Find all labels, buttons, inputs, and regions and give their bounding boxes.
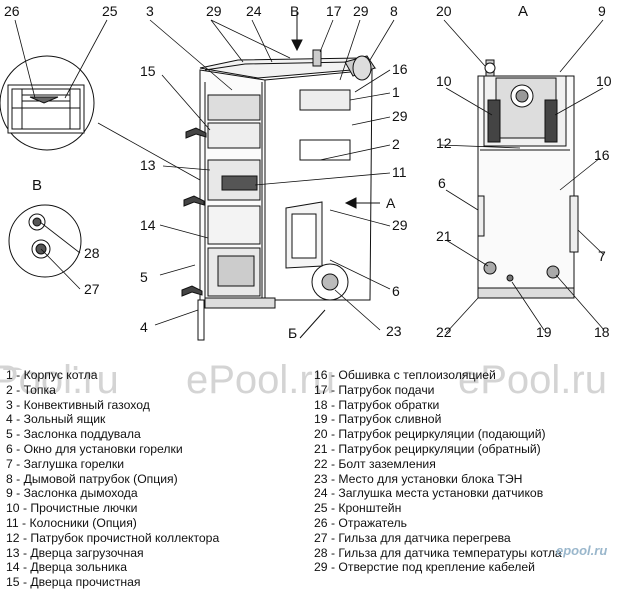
legend-item: 15 - Дверца прочистная (6, 575, 141, 590)
legend-item: 13 - Дверца загрузочная (6, 545, 144, 560)
callout-16-view-a: 16 (594, 147, 610, 163)
callout-29-low: 29 (392, 217, 408, 233)
callout-8: 8 (390, 3, 398, 19)
callout-29-mid: 29 (392, 108, 408, 124)
site-logo: epool.ru (556, 543, 608, 558)
boiler-main-view (181, 49, 377, 341)
callout-3: 3 (146, 3, 154, 19)
legend-item: 22 - Болт заземления (314, 456, 436, 471)
callout-9: 9 (598, 3, 606, 19)
legend-item: 6 - Окно для установки горелки (6, 441, 183, 456)
view-b-label: В (32, 177, 42, 194)
legend-item: 21 - Патрубок рециркуляции (обратный) (314, 441, 541, 456)
callout-14: 14 (140, 217, 156, 233)
callout-arrow-b: В (290, 3, 299, 19)
callout-10-right: 10 (596, 73, 612, 89)
watermark-group: Pool.ru (0, 360, 127, 370)
callout-16-main: 16 (392, 61, 408, 77)
legend-item: 24 - Заглушка места установки датчиков (314, 486, 544, 501)
callout-17: 17 (326, 3, 342, 19)
legend-item: 10 - Прочистные лючки (6, 501, 138, 516)
callout-29-top: 29 (206, 3, 222, 19)
callout-20: 20 (436, 3, 452, 19)
callout-24: 24 (246, 3, 262, 19)
legend-item: 7 - Заглушка горелки (6, 456, 125, 471)
callout-6-view-a: 6 (438, 175, 446, 191)
callout-27: 27 (84, 281, 100, 297)
legend-item: 20 - Патрубок рециркуляции (подающий) (314, 427, 546, 442)
view-arrows (291, 12, 380, 339)
legend-item: 11 - Колосники (Опция) (6, 515, 137, 530)
watermark: Pool.ru (0, 360, 127, 370)
callout-7: 7 (598, 248, 606, 264)
legend-item: 17 - Патрубок подачи (314, 382, 435, 397)
callout-21: 21 (436, 228, 452, 244)
legend-item: 19 - Патрубок сливной (314, 412, 442, 427)
legend-item: 18 - Патрубок обратки (314, 397, 440, 412)
callout-13: 13 (140, 157, 156, 173)
boiler-diagram-page: Pool.ru (0, 3, 612, 589)
watermark: Pool.ru (0, 358, 119, 402)
legend-item: 1 - Корпус котла (6, 368, 98, 382)
legend-item: 25 - Кронштейн (314, 501, 402, 516)
legend-item: 28 - Гильза для датчика температуры котл… (314, 545, 562, 560)
legend-item: 29 - Отверстие под крепление кабелей (314, 560, 535, 575)
callout-4: 4 (140, 319, 148, 335)
legend-item: 27 - Гильза для датчика перегрева (314, 530, 511, 545)
detail-view-b-circle (8, 204, 82, 278)
legend-watermarks: Pool.ru ePool.ru ePool.ru (0, 358, 607, 402)
callout-18: 18 (594, 324, 610, 340)
legend-item: 26 - Отражатель (314, 515, 407, 530)
legend-item: 5 - Заслонка поддувала (6, 427, 141, 442)
callout-2: 2 (392, 136, 400, 152)
callout-12: 12 (436, 135, 452, 151)
callout-labels: 26 25 3 29 24 В 17 29 8 15 13 14 5 4 16 … (4, 3, 612, 341)
legend-item: 8 - Дымовой патрубок (Опция) (6, 471, 178, 486)
legend-item: 2 - Топка (6, 382, 56, 397)
callout-29-top-right: 29 (353, 3, 369, 19)
watermark: ePool.ru (458, 358, 607, 402)
callout-23: 23 (386, 323, 402, 339)
boiler-technical-drawing: Pool.ru (0, 3, 612, 370)
callout-6: 6 (392, 283, 400, 299)
detail-view-bracket-circle (0, 55, 95, 151)
callout-28: 28 (84, 245, 100, 261)
legend-item: 9 - Заслонка дымохода (6, 486, 138, 501)
callout-5: 5 (140, 269, 148, 285)
callout-22: 22 (436, 324, 452, 340)
callout-11: 11 (392, 164, 407, 180)
legend-item: 16 - Обшивка с теплоизоляцией (314, 368, 496, 382)
callout-15: 15 (140, 63, 156, 79)
legend-item: 3 - Конвективный газоход (6, 397, 150, 412)
callout-19: 19 (536, 324, 552, 340)
legend-item: 12 - Патрубок прочистной коллектора (6, 530, 220, 545)
callout-arrow-a: А (386, 195, 396, 211)
callout-10-left: 10 (436, 73, 452, 89)
boiler-view-a (477, 59, 579, 299)
legend-item: 23 - Место для установки блока ТЭН (314, 471, 523, 486)
legend-item: 4 - Зольный ящик (6, 412, 106, 427)
callout-25: 25 (102, 3, 118, 19)
leader-lines (14, 19, 605, 334)
legend-item: 14 - Дверца зольника (6, 560, 128, 575)
section-b-label: Б (288, 325, 297, 341)
callout-1: 1 (392, 84, 400, 100)
watermark: ePool.ru (186, 358, 335, 402)
view-a-label: А (518, 3, 528, 20)
callout-26: 26 (4, 3, 20, 19)
